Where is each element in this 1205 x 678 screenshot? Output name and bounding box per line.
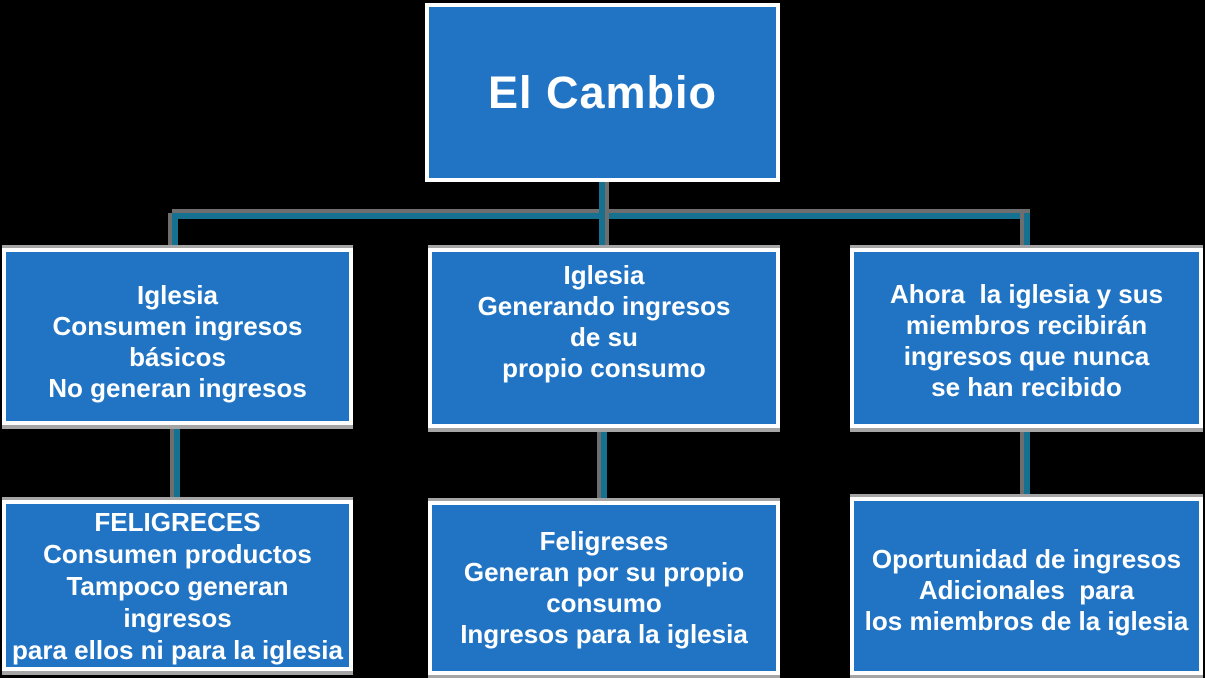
node-root-label: El Cambio <box>487 66 718 118</box>
node-bottom-right: Oportunidad de ingresos Adicionales para… <box>850 497 1203 675</box>
connector-mid-left-to-bottom-left <box>174 425 180 502</box>
connector-drop-right <box>1024 213 1030 250</box>
connector-mid-center-to-bottom-center <box>601 428 607 503</box>
node-bottom-right-label: Oportunidad de ingresos Adicionales para… <box>864 543 1189 636</box>
node-mid-right-label: Ahora la iglesia y sus miembros recibirá… <box>889 279 1164 402</box>
connector-root-to-mid-center <box>599 182 605 250</box>
node-mid-center-label: Iglesia Generando ingresos de su propio … <box>477 260 731 383</box>
node-mid-left: Iglesia Consumen ingresos básicos No gen… <box>2 248 353 425</box>
node-bottom-left-label: FELIGRECES Consumen productos Tampoco ge… <box>12 506 343 665</box>
node-bottom-left: FELIGRECES Consumen productos Tampoco ge… <box>2 500 353 671</box>
node-bottom-center-label: Feligreses Generan por su propio consumo… <box>460 526 748 649</box>
node-mid-center: Iglesia Generando ingresos de su propio … <box>428 248 780 428</box>
node-root: El Cambio <box>425 3 780 182</box>
node-mid-left-label: Iglesia Consumen ingresos básicos No gen… <box>48 279 307 403</box>
node-bottom-center: Feligreses Generan por su propio consumo… <box>428 501 780 675</box>
connector-mid-right-to-bottom-right <box>1024 428 1030 499</box>
node-mid-right: Ahora la iglesia y sus miembros recibirá… <box>850 248 1203 428</box>
connector-drop-left <box>172 213 178 250</box>
